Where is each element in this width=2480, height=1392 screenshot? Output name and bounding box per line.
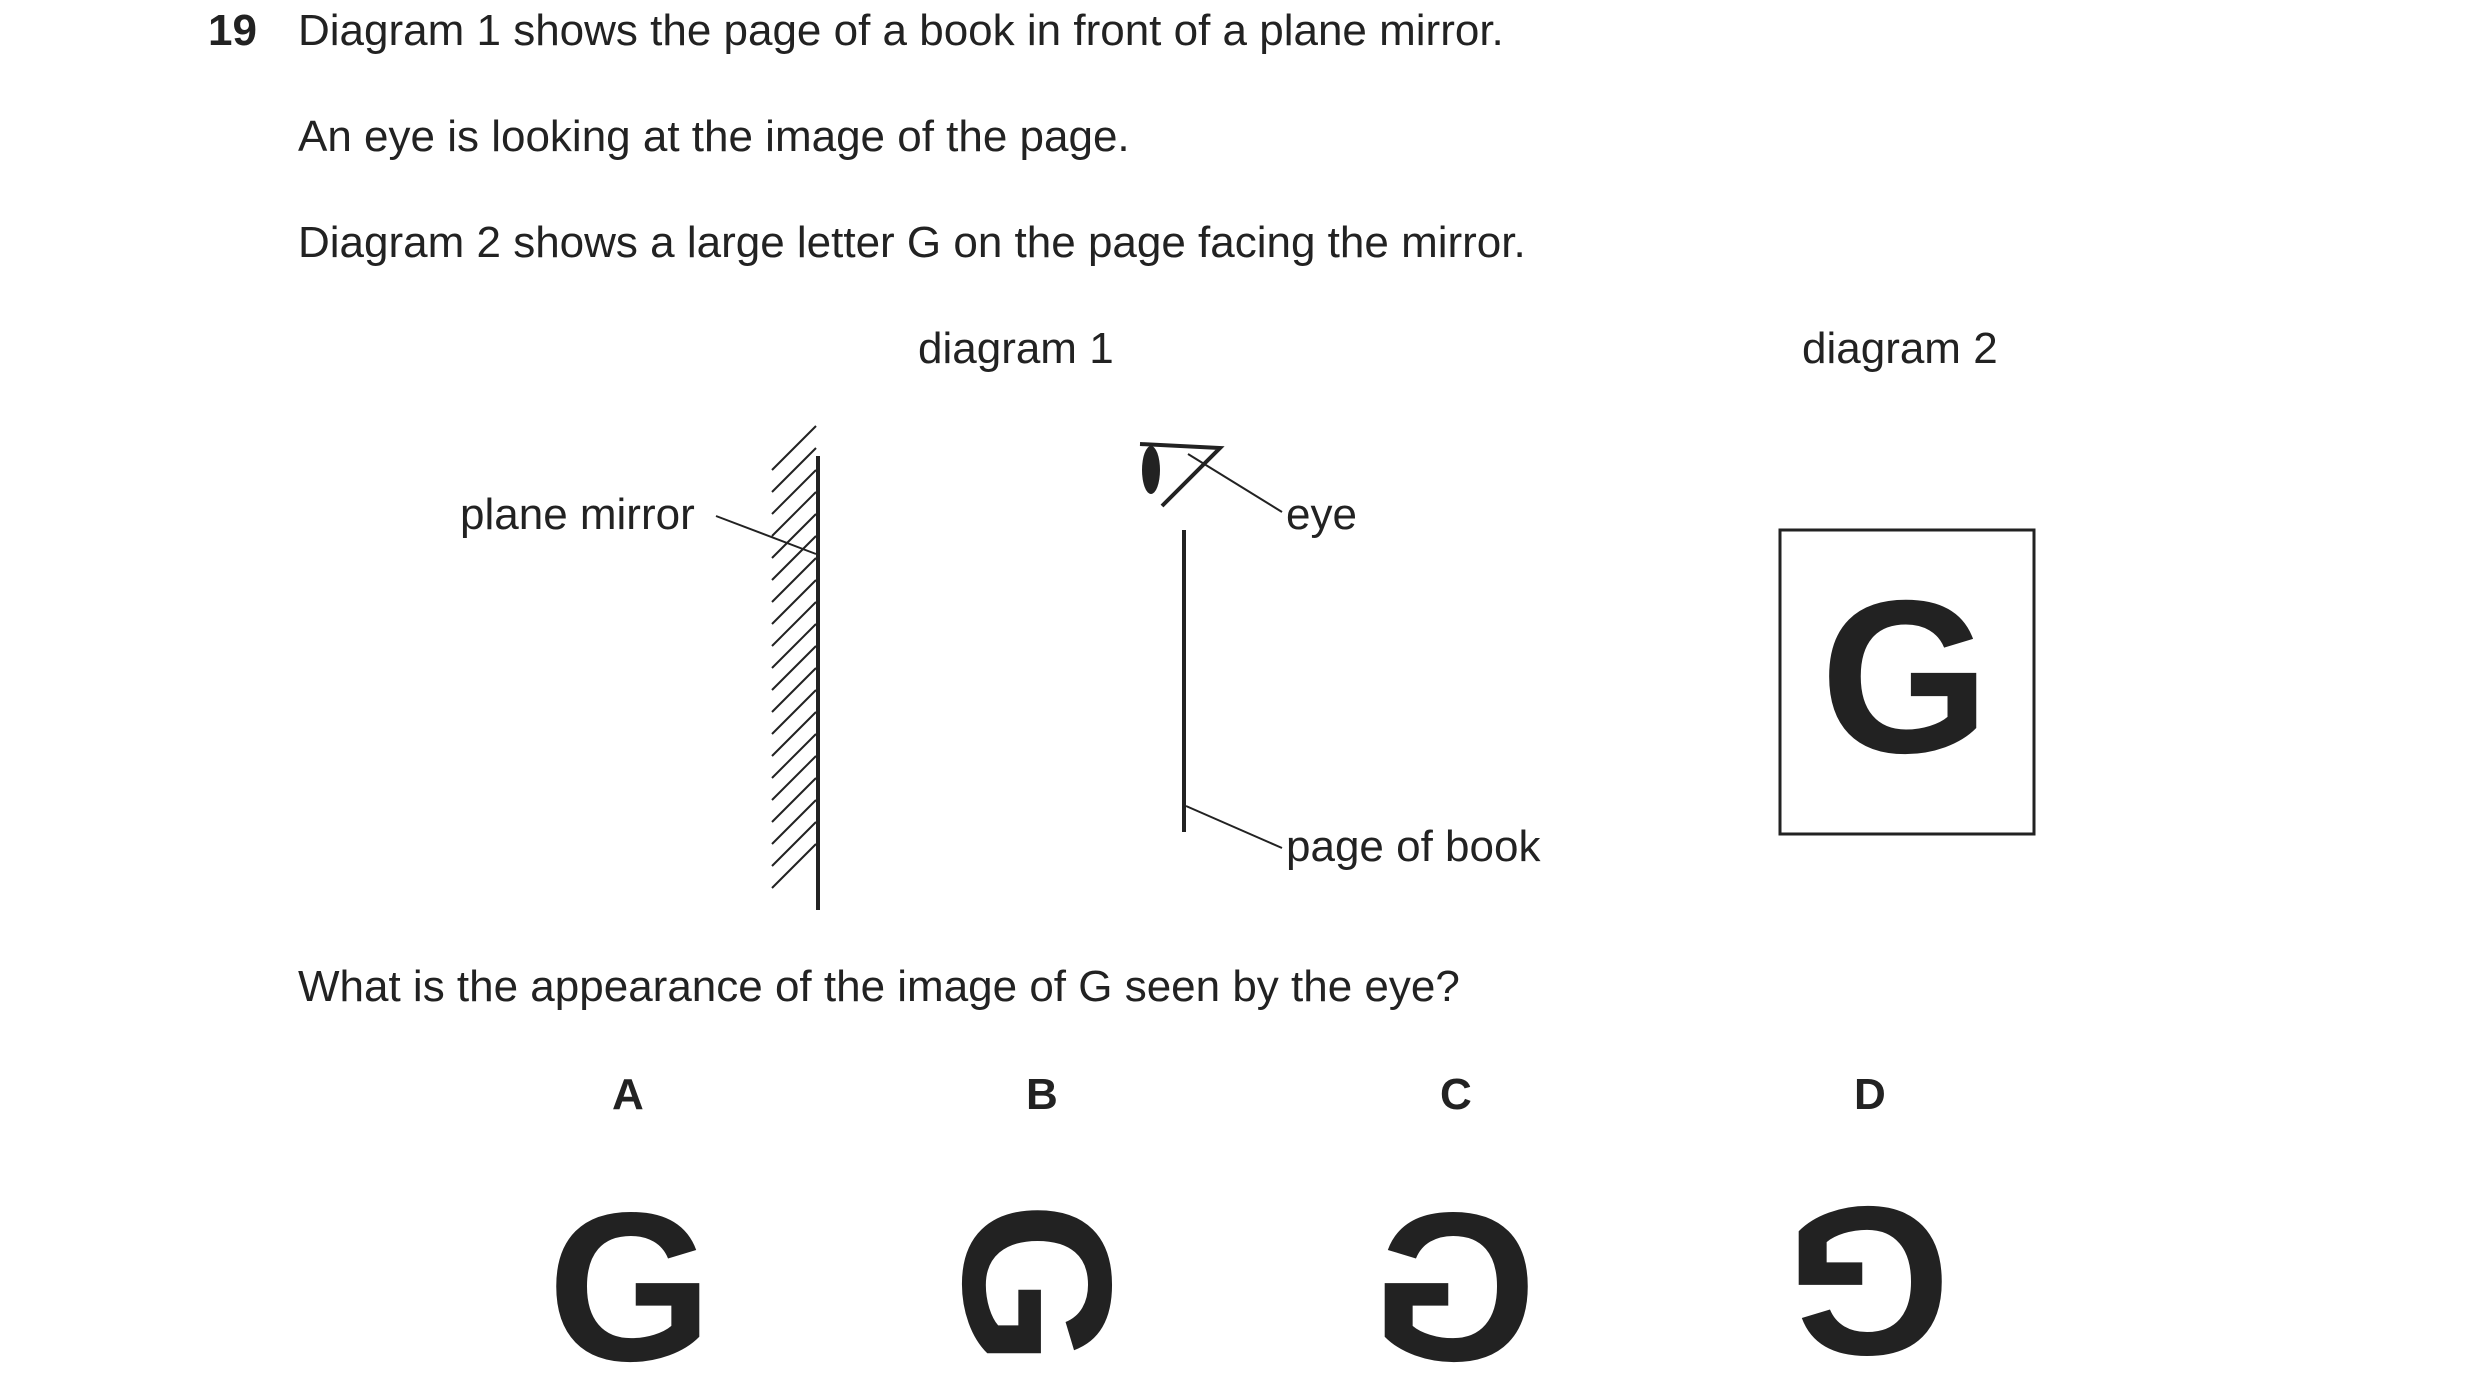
mirror-hatch-line — [771, 755, 817, 801]
diagram-2-letter: G — [1820, 556, 1990, 799]
mirror-hatch-line — [771, 469, 817, 515]
mirror-hatch-line — [771, 733, 817, 779]
mirror-hatch-line — [771, 623, 817, 669]
mirror-hatch-line — [771, 513, 817, 559]
plane-mirror-label: plane mirror — [460, 490, 695, 539]
question-text-line-2: An eye is looking at the image of the pa… — [298, 112, 1130, 161]
option-a-glyph: G — [548, 1168, 713, 1392]
mirror-hatch-line — [771, 425, 817, 471]
question-number: 19 — [208, 6, 257, 55]
mirror-hatch-line — [771, 689, 817, 735]
mirror-hatch-line — [771, 447, 817, 493]
mirror-hatch-line — [771, 535, 817, 581]
option-c-glyph: G — [1372, 1168, 1537, 1392]
mirror-hatch-line — [771, 491, 817, 537]
option-b-glyph: G — [919, 1202, 1156, 1367]
mirror-hatch-line — [771, 799, 817, 845]
eye-icon — [1139, 442, 1283, 513]
page-of-book-label: page of book — [1286, 822, 1541, 871]
question-prompt: What is the appearance of the image of G… — [298, 962, 1460, 1011]
plane-mirror — [715, 425, 820, 910]
mirror-hatch-line — [771, 645, 817, 691]
page-leader-line — [1185, 805, 1283, 849]
diagram-2-frame — [1778, 528, 2036, 836]
option-d-glyph: G — [1786, 1163, 1951, 1392]
mirror-hatch-line — [771, 601, 817, 647]
option-b-key: B — [1026, 1070, 1058, 1119]
page-of-book — [1182, 530, 1283, 849]
mirror-hatch-line — [771, 579, 817, 625]
mirror-hatch-line — [771, 843, 817, 889]
diagram-1-title: diagram 1 — [918, 324, 1114, 373]
mirror-hatch-line — [771, 777, 817, 823]
question-text-line-1: Diagram 1 shows the page of a book in fr… — [298, 6, 1504, 55]
mirror-hatch-line — [771, 557, 817, 603]
option-c-key: C — [1440, 1070, 1472, 1119]
diagram-2-title: diagram 2 — [1802, 324, 1998, 373]
option-a-key: A — [612, 1070, 644, 1119]
question-text-line-3: Diagram 2 shows a large letter G on the … — [298, 218, 1526, 267]
mirror-hatch-line — [771, 821, 817, 867]
eye-leader-line — [1187, 453, 1283, 513]
mirror-hatch-line — [771, 711, 817, 757]
mirror-hatch-line — [771, 667, 817, 713]
mirror-leader-line — [715, 515, 817, 555]
option-d-key: D — [1854, 1070, 1886, 1119]
eye-label: eye — [1286, 490, 1357, 539]
